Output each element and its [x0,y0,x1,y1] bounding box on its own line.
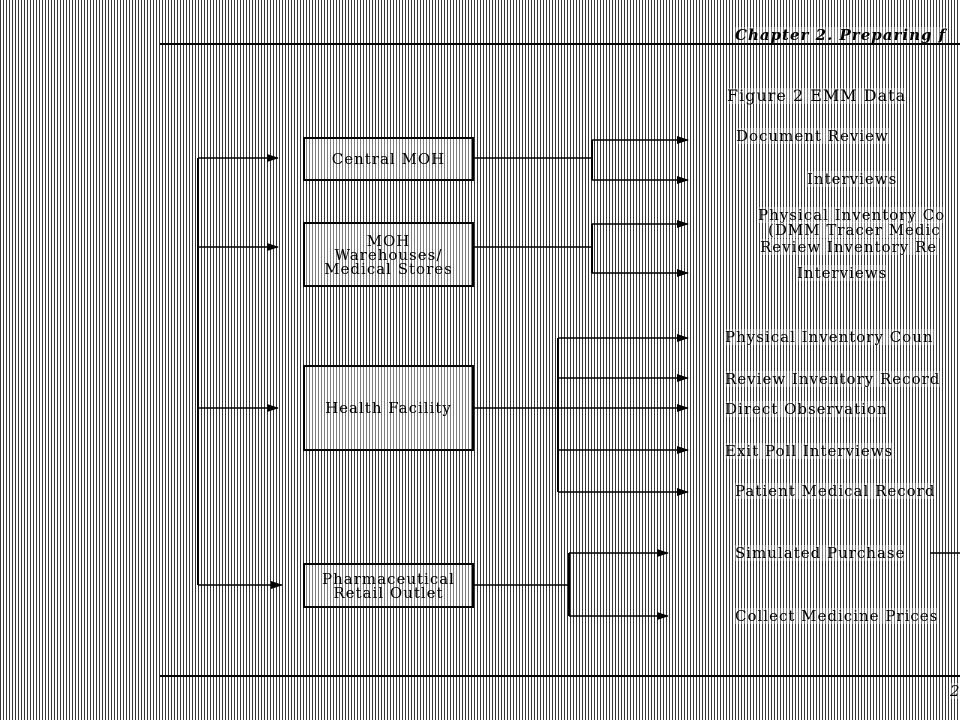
method-patient-records: Patient Medical Record [735,482,936,500]
chapter-title: Chapter 2. Preparing f [735,26,947,44]
page-number: 2 [950,682,960,700]
method-dmm-tracer: (DMM Tracer Medic [768,221,941,239]
method-physical-inventory-2: Physical Inventory Coun [725,328,934,346]
health-facility-box: Health Facility [303,365,474,451]
moh-warehouses-box: MOH Warehouses/ Medical Stores [303,222,474,287]
method-exit-poll: Exit Poll Interviews [725,442,894,460]
figure-caption: Figure 2 EMM Data [727,86,907,105]
health-facility-label: Health Facility [325,399,452,417]
method-direct-observation: Direct Observation [725,400,888,418]
moh-warehouses-label: MOH Warehouses/ Medical Stores [324,231,453,278]
method-interviews-2: Interviews [797,264,888,282]
central-moh-box: Central MOH [303,137,474,181]
retail-outlet-label: Pharmaceutical Retail Outlet [322,569,455,602]
method-physical-inventory: Physical Inventory Co [758,206,946,224]
method-collect-prices: Collect Medicine Prices [735,607,939,625]
method-interviews-1: Interviews [807,170,898,188]
method-simulated-purchase: Simulated Purchase [735,544,906,562]
central-moh-label: Central MOH [331,150,446,168]
retail-outlet-box: Pharmaceutical Retail Outlet [303,563,474,608]
method-review-inventory-2: Review Inventory Record [725,370,941,388]
method-document-review: Document Review [736,127,889,145]
method-review-inventory-1: Review Inventory Re [760,238,938,256]
